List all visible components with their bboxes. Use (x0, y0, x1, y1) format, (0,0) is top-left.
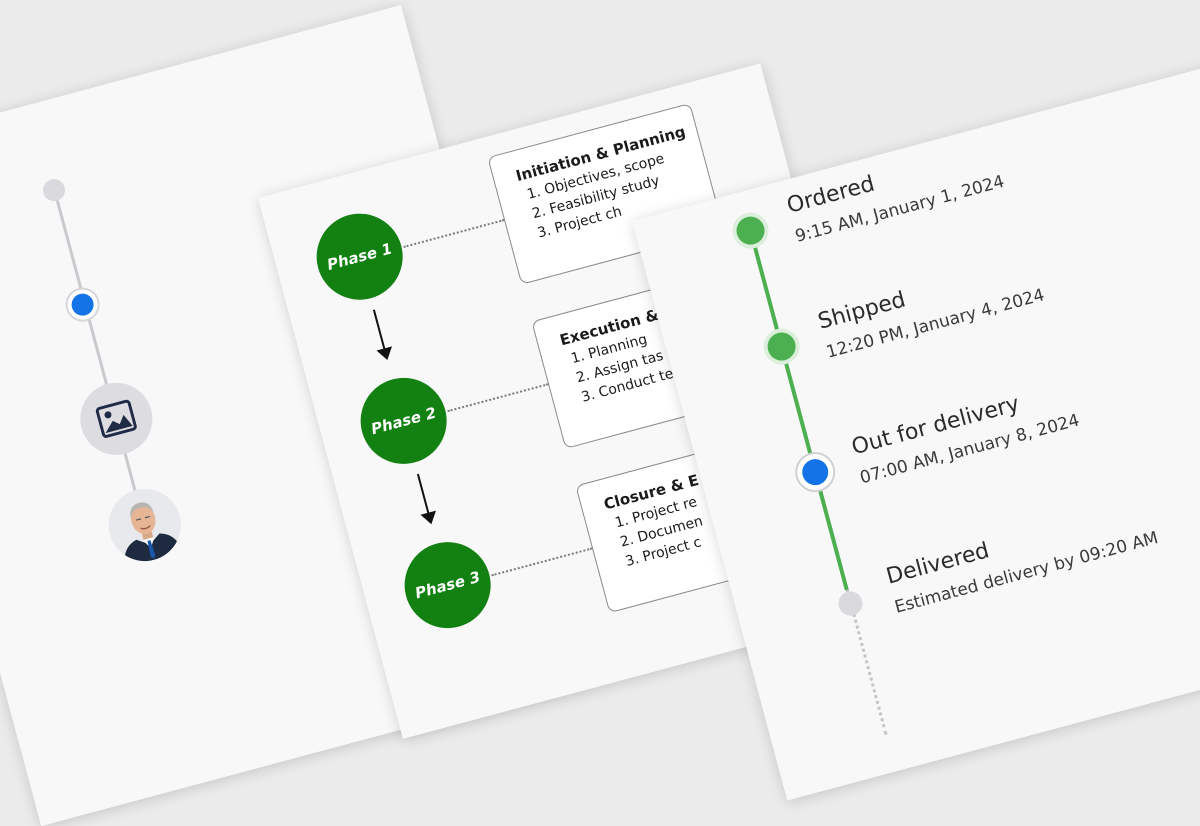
phase-connector (491, 547, 593, 577)
phase-connector (403, 219, 505, 248)
step-ordered-dot (733, 213, 768, 248)
image-icon (95, 399, 137, 438)
avatar (100, 480, 189, 570)
phase-3-node: Phase 3 (394, 532, 501, 638)
timeline-image-marker (72, 374, 161, 463)
arrow-down-icon (372, 309, 388, 359)
arrow-down-icon (416, 473, 432, 523)
phase-connector (447, 383, 549, 413)
basic-timeline-card (0, 5, 583, 826)
timeline-dot-pending (40, 176, 68, 204)
progress-line-completed (748, 230, 849, 591)
step-shipped-dot (764, 329, 799, 364)
step-delivered-dot (835, 588, 866, 619)
timeline-connector (53, 190, 85, 298)
phase-2-node: Phase 2 (350, 368, 457, 474)
phase-1-node: Phase 1 (306, 204, 413, 310)
timeline-dot-active (64, 286, 101, 324)
step-out-for-delivery-dot (793, 450, 838, 495)
